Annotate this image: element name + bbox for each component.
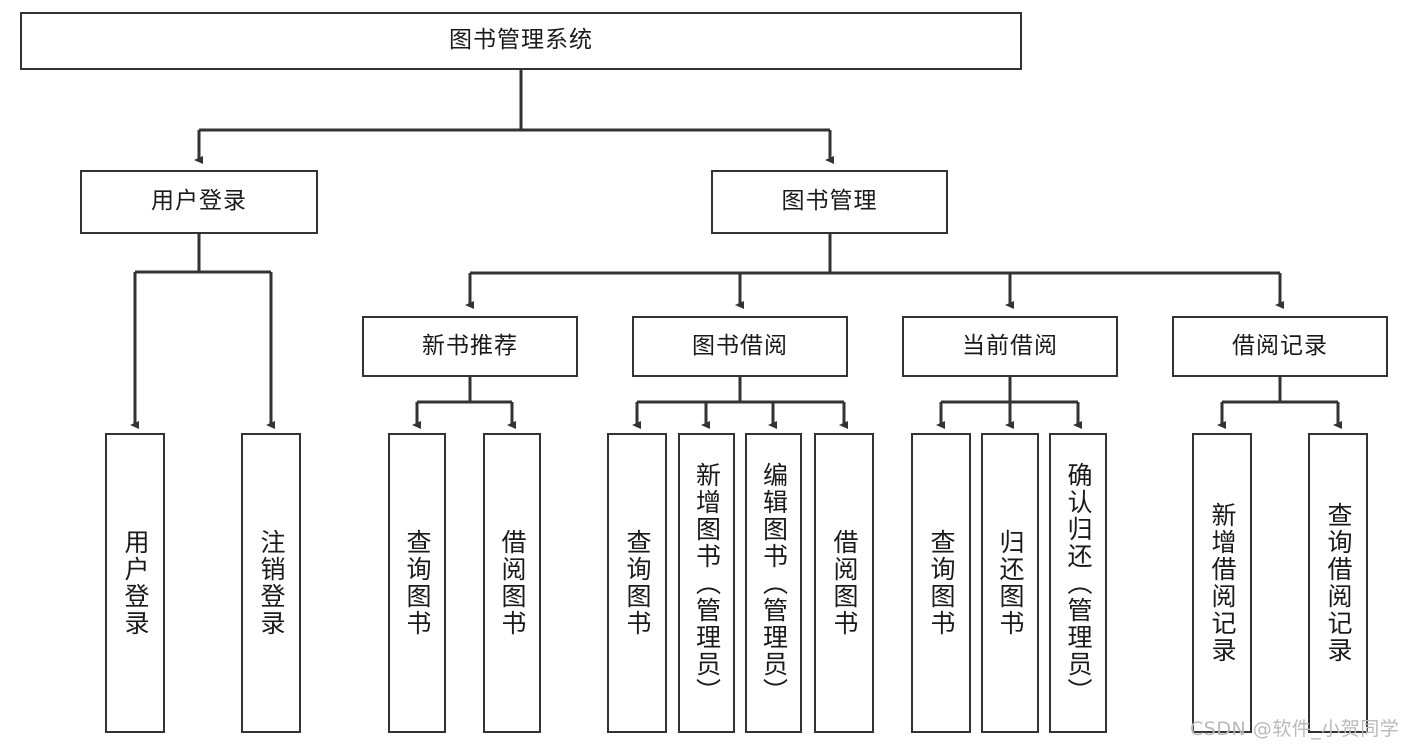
leaf-book-borrow-query-book[interactable]: 查询图书 (607, 433, 667, 733)
leaf-new-book-query-book[interactable]: 查询图书 (388, 433, 446, 733)
node-user-login[interactable]: 用户登录 (80, 170, 318, 234)
node-borrow-record[interactable]: 借阅记录 (1172, 316, 1388, 377)
leaf-label: 借阅图书 (498, 529, 527, 637)
leaf-book-borrow-edit-book-admin[interactable]: 编辑图书（管理员） (745, 433, 802, 733)
node-book-borrow[interactable]: 图书借阅 (632, 316, 848, 377)
node-current-borrow[interactable]: 当前借阅 (902, 316, 1118, 377)
leaf-new-book-borrow-book[interactable]: 借阅图书 (483, 433, 541, 733)
node-book-management[interactable]: 图书管理 (711, 170, 948, 234)
leaf-borrow-record-query-record[interactable]: 查询借阅记录 (1308, 433, 1368, 733)
leaf-label: 注销登录 (257, 529, 286, 637)
leaf-current-borrow-confirm-return-admin[interactable]: 确认归还（管理员） (1049, 433, 1107, 733)
leaf-label: 新增借阅记录 (1208, 502, 1237, 664)
leaf-label: 查询借阅记录 (1324, 502, 1353, 664)
leaf-label: 确认归还（管理员） (1064, 461, 1093, 705)
leaf-current-borrow-return-book[interactable]: 归还图书 (981, 433, 1039, 733)
leaf-label: 查询图书 (623, 529, 652, 637)
leaf-book-borrow-borrow-book[interactable]: 借阅图书 (814, 433, 874, 733)
leaf-borrow-record-add-record[interactable]: 新增借阅记录 (1192, 433, 1252, 733)
leaf-label: 用户登录 (121, 529, 150, 637)
leaf-label: 归还图书 (996, 529, 1025, 637)
leaf-current-borrow-query-book[interactable]: 查询图书 (911, 433, 971, 733)
leaf-label: 借阅图书 (830, 529, 859, 637)
node-root-system[interactable]: 图书管理系统 (20, 12, 1022, 70)
leaf-label: 查询图书 (927, 529, 956, 637)
node-new-book-recommend[interactable]: 新书推荐 (362, 316, 578, 377)
leaf-user-login-logout[interactable]: 注销登录 (241, 433, 301, 733)
leaf-label: 查询图书 (403, 529, 432, 637)
csdn-watermark: CSDN @软件_小贺同学 (1190, 718, 1400, 740)
leaf-label: 编辑图书（管理员） (759, 461, 789, 705)
leaf-label: 新增图书（管理员） (692, 461, 722, 705)
leaf-book-borrow-add-book-admin[interactable]: 新增图书（管理员） (678, 433, 735, 733)
leaf-user-login-login[interactable]: 用户登录 (105, 433, 165, 733)
